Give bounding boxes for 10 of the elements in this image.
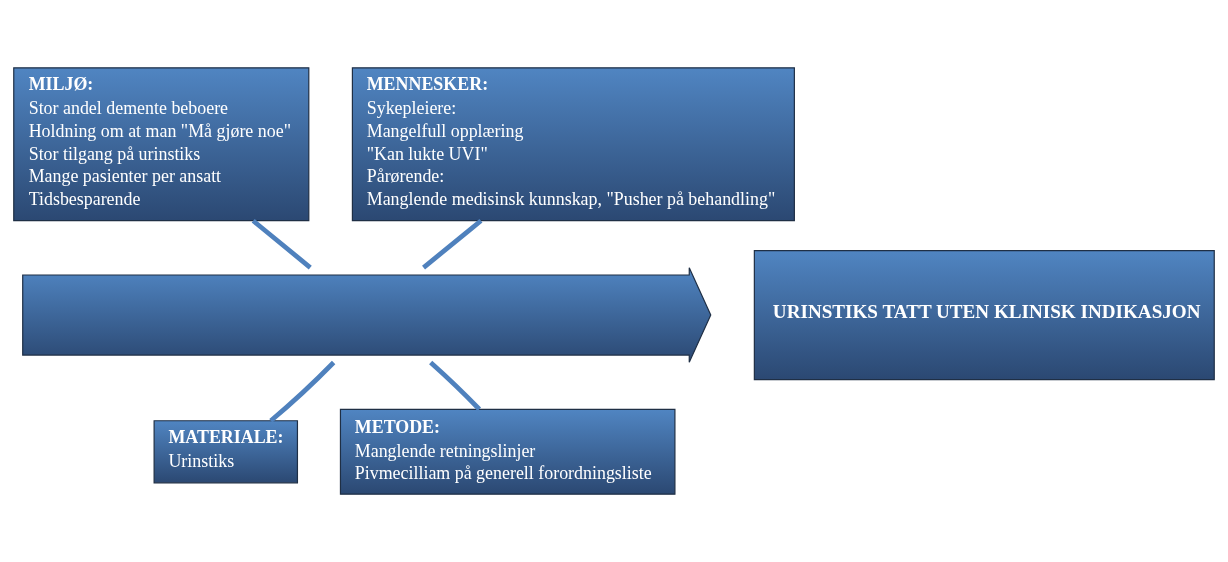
node-box: MENNESKER: Sykepleiere: Mangelfull opplæring "Kan lukte UVI" Pårørende: Manglende medisinsk kunnskap, "Pusher på behandling" (351, 67, 795, 222)
connector (251, 218, 312, 270)
connector (422, 218, 483, 270)
node-box: URINSTIKS TATT UTEN KLINISK INDIKASJON (753, 249, 1215, 381)
node-box: MATERIALE: Urinstiks (153, 420, 299, 484)
node-box: MILJØ: Stor andel demente beboere Holdning om at man "Må gjøre noe" Stor tilgang på urinstiks Mange pasienter per ansatt Tidsbesparende (13, 67, 310, 222)
connector (429, 360, 482, 411)
node-arrow (22, 267, 712, 363)
connector (269, 360, 336, 423)
node-box: METODE: Manglende retningslinjer Pivmecilliam på generell forordningsliste (339, 408, 676, 495)
